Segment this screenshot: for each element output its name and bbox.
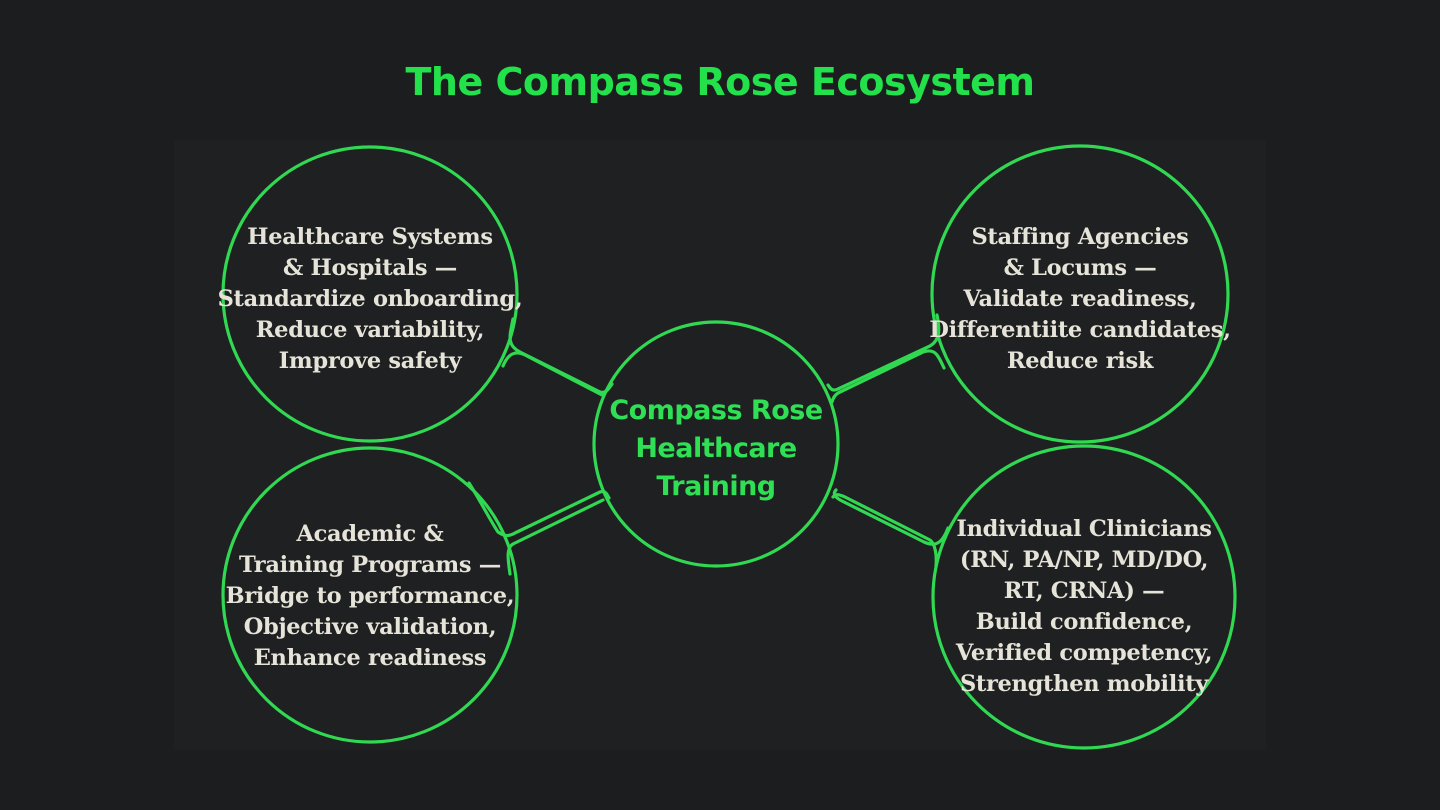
node-academic-programs: Academic & Training Programs — Bridge to…	[220, 518, 520, 674]
page-title: The Compass Rose Ecosystem	[405, 60, 1036, 104]
node-line: Healthcare Systems	[247, 223, 493, 250]
node-line: Enhance readiness	[253, 644, 487, 671]
node-line: Objective validation,	[243, 613, 497, 640]
node-line: Training Programs —	[239, 551, 501, 578]
node-healthcare-systems: Healthcare Systems & Hospitals — Standar…	[217, 221, 523, 377]
node-line: Reduce variability,	[255, 316, 485, 343]
node-line: Staffing Agencies	[971, 223, 1189, 250]
node-individual-clinicians: Individual Clinicians (RN, PA/NP, MD/DO,…	[934, 514, 1234, 700]
center-line: Training	[656, 471, 776, 502]
node-ring-individual-clinicians	[931, 444, 1237, 750]
center-label: Compass Rose Healthcare Training	[596, 392, 836, 506]
node-line: & Hospitals —	[283, 254, 457, 281]
node-staffing-agencies: Staffing Agencies & Locums — Validate re…	[929, 221, 1231, 377]
node-ring-healthcare-systems	[221, 145, 519, 443]
node-line: Bridge to performance,	[225, 582, 515, 609]
node-line: Individual Clinicians	[956, 516, 1212, 542]
node-line: Verified competency,	[955, 640, 1213, 666]
node-line: Academic &	[296, 520, 444, 547]
center-line: Compass Rose	[609, 395, 823, 426]
connector-bottom-right	[831, 488, 950, 568]
node-line: Reduce risk	[1006, 347, 1154, 374]
node-line: Differentiite candidates,	[929, 316, 1231, 343]
connector-top-right	[826, 313, 946, 404]
node-line: Validate readiness,	[963, 285, 1197, 312]
node-line: Standardize onboarding,	[217, 285, 523, 312]
center-ring	[592, 320, 840, 568]
node-line: (RN, PA/NP, MD/DO,	[959, 547, 1209, 573]
node-line: RT, CRNA) —	[1003, 578, 1165, 604]
center-line: Healthcare	[635, 433, 797, 464]
node-ring-academic-programs	[221, 446, 519, 744]
node-line: & Locums —	[1003, 254, 1157, 281]
node-line: Strengthen mobility	[959, 671, 1209, 697]
node-line: Build confidence,	[975, 609, 1193, 635]
node-line: Improve safety	[278, 347, 462, 374]
node-ring-staffing-agencies	[930, 144, 1230, 444]
